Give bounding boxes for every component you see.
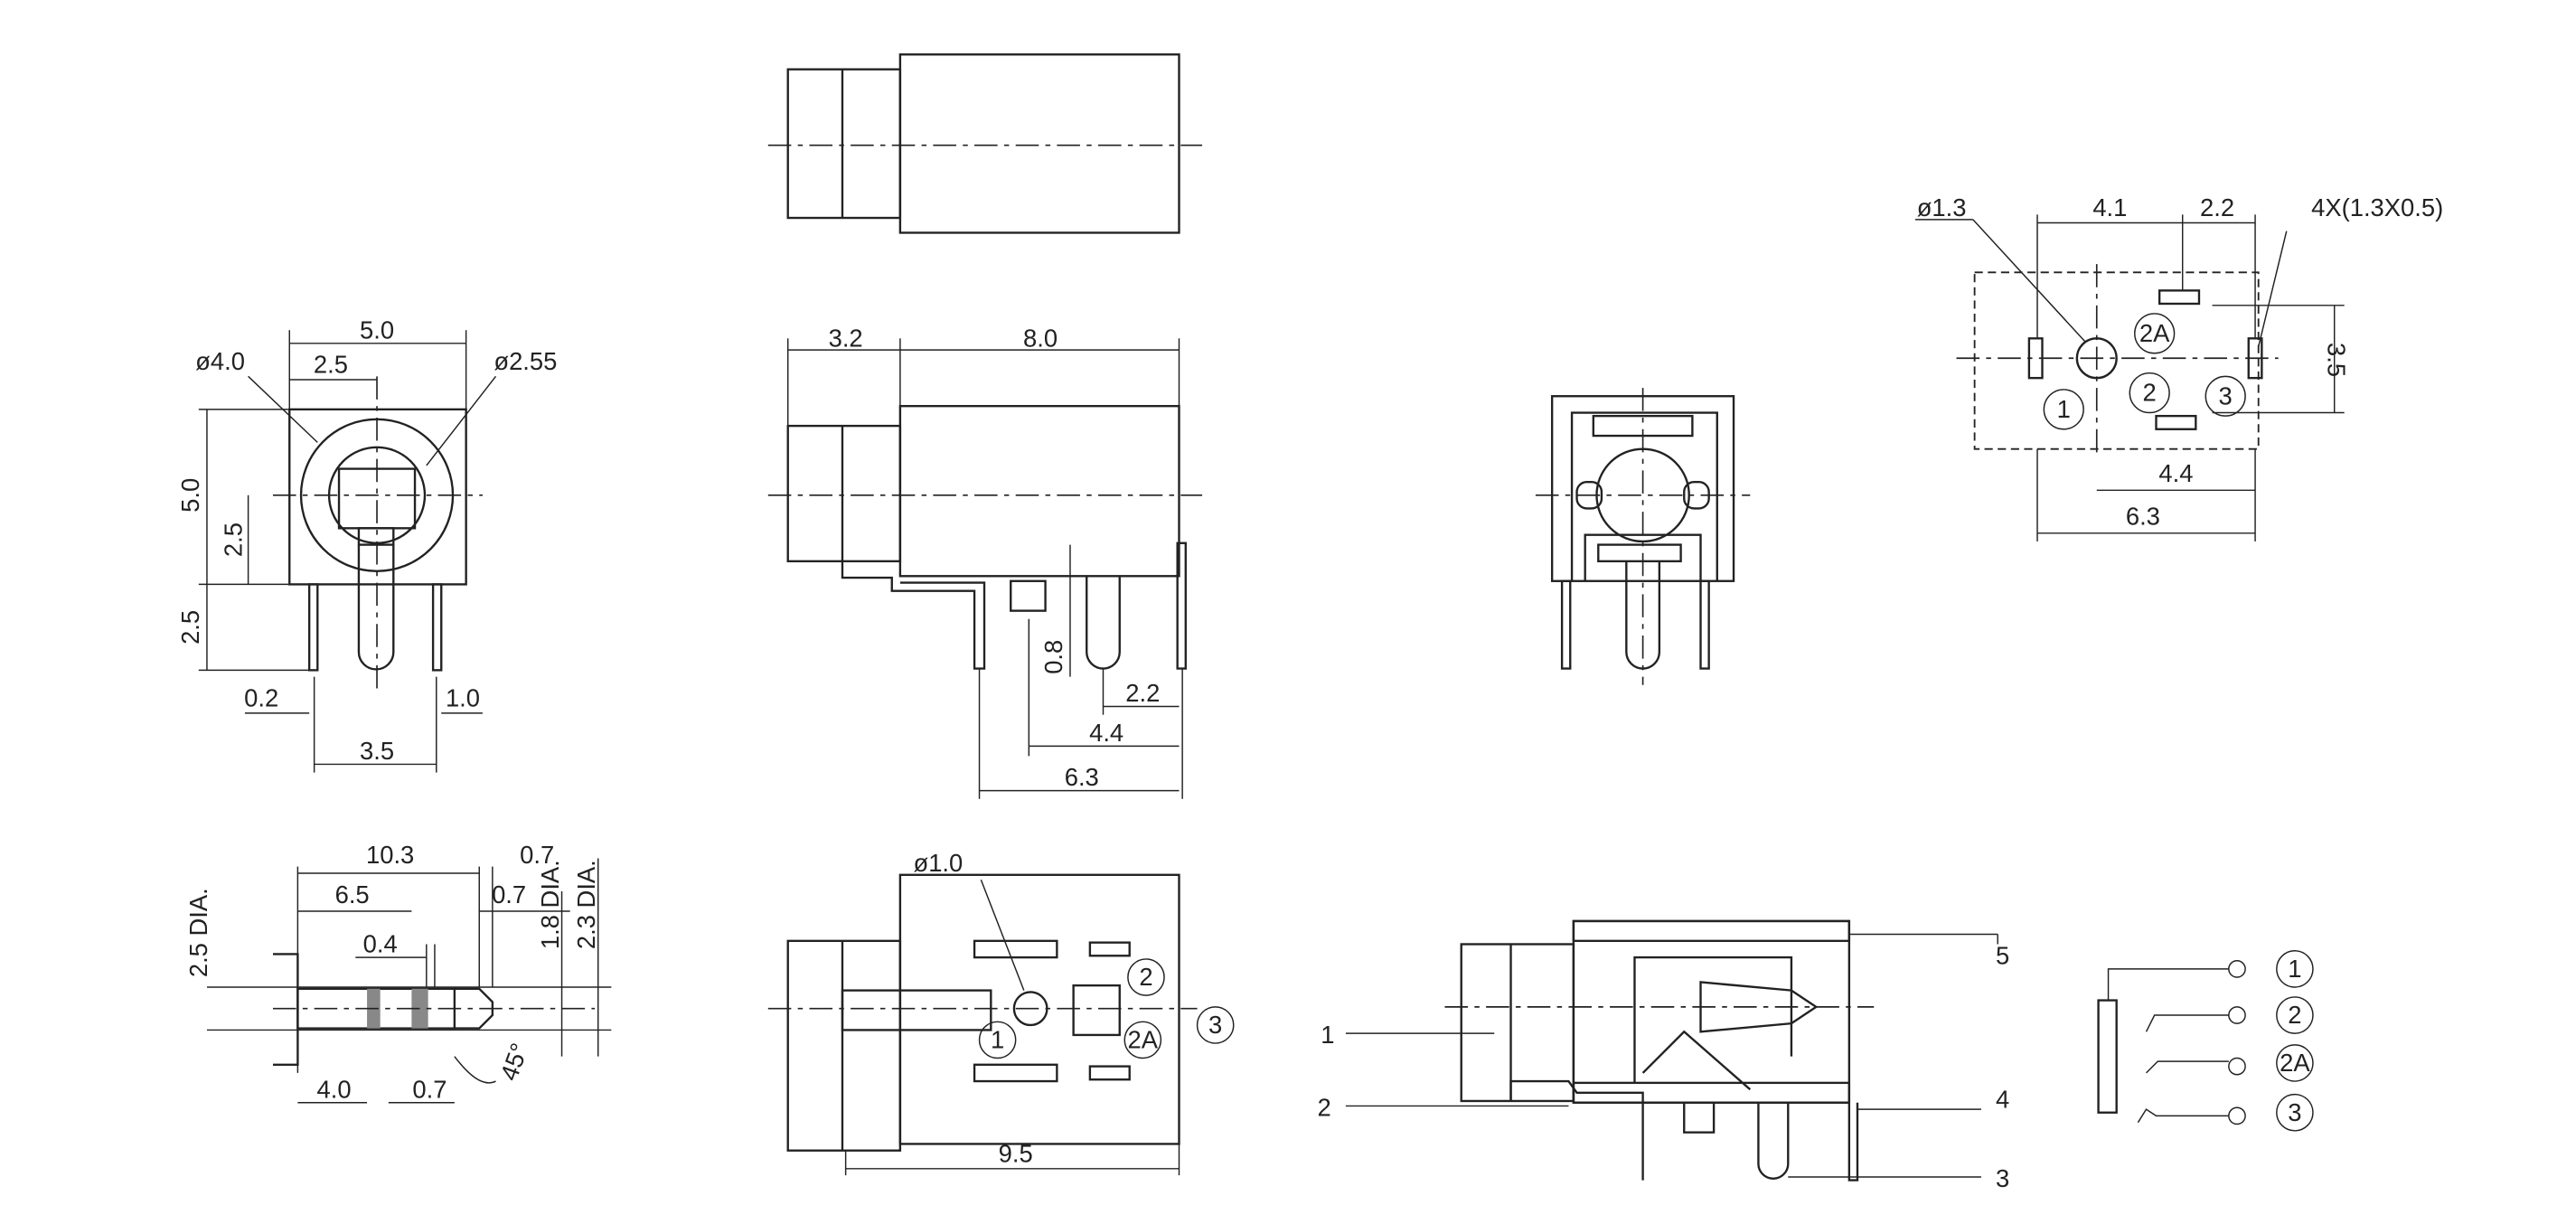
- dim-pin-length: 2.5: [176, 610, 204, 645]
- dim-length: 10.3: [366, 841, 414, 869]
- schematic-pin-2: 2: [2288, 1001, 2301, 1029]
- dim-inner-dia: ø2.55: [494, 347, 557, 375]
- dim-4-4: 4.4: [1089, 719, 1123, 747]
- callout-5: 5: [1996, 941, 2009, 969]
- callout-3: 3: [1996, 1164, 2009, 1192]
- dim-pin-offset: 0.8: [1039, 640, 1067, 674]
- dim-width: 5.0: [360, 315, 394, 344]
- dim-hole-dia: ø1.0: [913, 849, 963, 877]
- dim-2-2: 2.2: [1125, 679, 1160, 707]
- callout-4: 4: [1996, 1085, 2009, 1113]
- footprint-pin-3: 3: [2219, 381, 2233, 410]
- dim-6-3: 6.3: [1065, 763, 1099, 791]
- side-view: 3.2 8.0 0.8 2.2 4.4 6.3: [767, 324, 1203, 799]
- rear-view: [1535, 388, 1751, 685]
- dim-4-4: 4.4: [2158, 459, 2193, 487]
- dim-6-3: 6.3: [2126, 503, 2160, 531]
- dim-groove: 0.4: [363, 930, 398, 958]
- dim-height: 5.0: [176, 478, 204, 513]
- schematic: 1 2 2A 3: [2097, 950, 2314, 1132]
- pcb-footprint: 1 2A 2 3 ø1.3 4.1 2.2 4X(1.3X0.5) 3.5 4.…: [1914, 193, 2443, 541]
- callout-1: 1: [1321, 1021, 1334, 1049]
- schematic-pin-3: 3: [2288, 1098, 2301, 1126]
- front-view: 5.0 2.5 ø4.0 ø2.55 5.0 2.5 2.5 0.2 1.0 3…: [176, 315, 557, 773]
- dim-body-length: 8.0: [1023, 324, 1058, 352]
- dim-outer-dia: ø4.0: [195, 347, 245, 375]
- callout-2: 2: [1318, 1093, 1331, 1121]
- dim-pin-span: 3.5: [360, 737, 394, 765]
- dim-hole-dia: ø1.3: [1917, 193, 1967, 221]
- dim-length: 9.5: [999, 1140, 1033, 1168]
- dim-center-height: 2.5: [219, 522, 247, 557]
- dim-dia-1-8: 1.8 DIA.: [536, 860, 564, 949]
- dim-front-length: 3.2: [829, 324, 863, 352]
- dim-2-2: 2.2: [2200, 193, 2234, 221]
- footprint-pin-2: 2: [2143, 379, 2157, 407]
- dim-3-5: 3.5: [2322, 343, 2350, 377]
- section-view: 1 2 5 4 3: [1318, 919, 2009, 1192]
- dim-chamfer: 0.7: [412, 1075, 447, 1103]
- dim-slots: 4X(1.3X0.5): [2311, 193, 2443, 221]
- dim-dia-2-5: 2.5 DIA.: [184, 888, 212, 977]
- dim-tip-step: 0.7: [492, 880, 526, 908]
- dim-dia-2-3: 2.3 DIA.: [572, 860, 600, 949]
- dim-half-width: 2.5: [314, 351, 348, 379]
- dim-barrel-length: 6.5: [335, 880, 370, 908]
- schematic-pin-1: 1: [2288, 955, 2301, 983]
- dim-sleeve: 4.0: [317, 1075, 352, 1103]
- dim-tip-length: 0.7: [520, 841, 554, 869]
- bottom-view: 2 3 1 2A ø1.0 9.5: [767, 849, 1235, 1176]
- top-view: [767, 53, 1203, 234]
- bottom-pin-2: 2: [1139, 963, 1152, 991]
- dim-pin-thickness: 0.2: [244, 684, 278, 712]
- bottom-pin-2a: 2A: [1128, 1026, 1159, 1054]
- dim-4-1: 4.1: [2092, 193, 2127, 221]
- dim-pin-width: 1.0: [446, 684, 480, 712]
- footprint-pin-1: 1: [2057, 395, 2071, 423]
- dim-angle: 45°: [494, 1040, 533, 1085]
- plug-view: 10.3 0.7 6.5 0.7 1.8 DIA. 2.3 DIA. 2.5 D…: [184, 841, 612, 1104]
- bottom-pin-3: 3: [1208, 1011, 1222, 1039]
- schematic-pin-2a: 2A: [2280, 1049, 2310, 1077]
- bottom-pin-1: 1: [991, 1026, 1004, 1054]
- footprint-pin-2a: 2A: [2139, 319, 2170, 347]
